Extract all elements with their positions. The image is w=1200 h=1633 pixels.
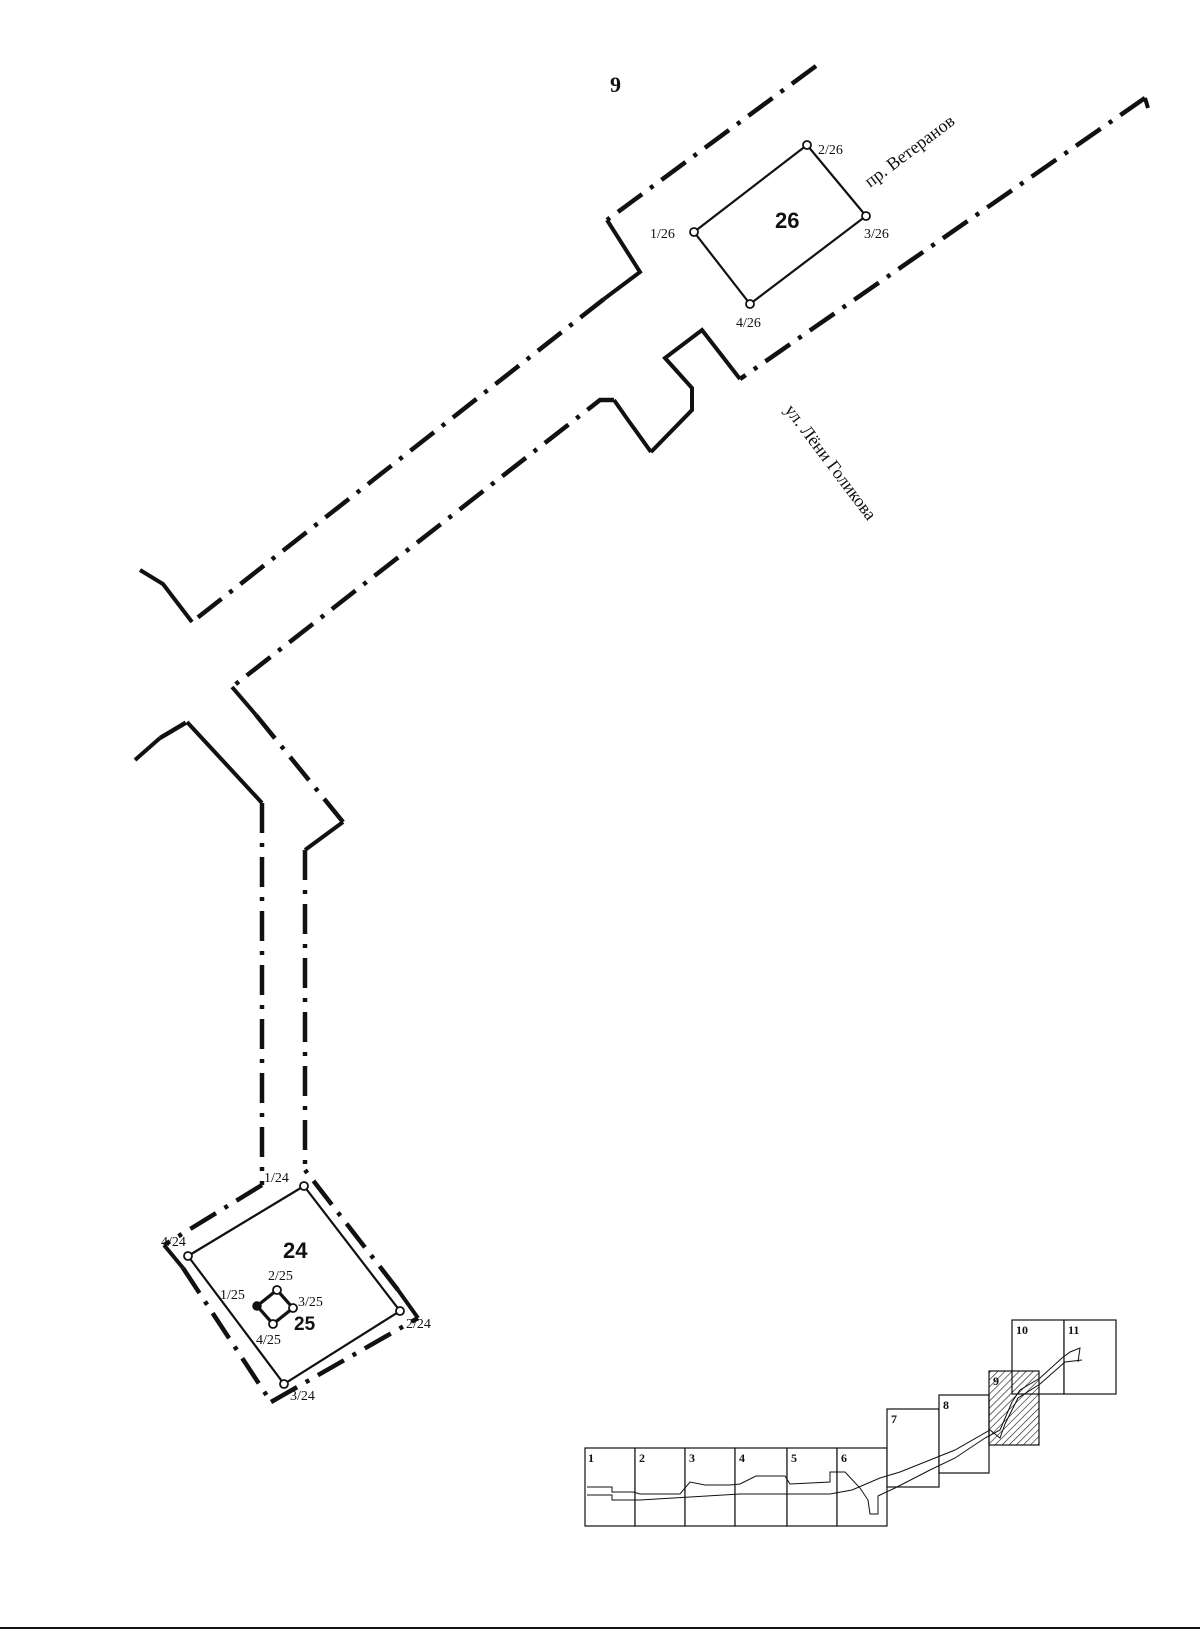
parcel-25-number: 25	[294, 1314, 316, 1335]
index-sheet-label-8: 8	[943, 1398, 949, 1412]
point-2-26	[802, 140, 812, 150]
parcel24-outer-southwest	[181, 1266, 273, 1404]
index-sheet-label-11: 11	[1068, 1323, 1079, 1337]
parcel-24-outline	[186, 1184, 402, 1386]
corridor-east-jog	[303, 820, 345, 852]
parcel24-outer-northeast	[303, 1168, 400, 1292]
parcel-26-number: 26	[775, 208, 799, 233]
corridor-west-diagonal-start	[158, 720, 189, 740]
page-number: 9	[610, 72, 621, 97]
point-4-24	[183, 1251, 193, 1261]
corridor-west-corner	[185, 720, 264, 805]
index-sheet-label-2: 2	[639, 1451, 645, 1465]
index-sheet-label-5: 5	[791, 1451, 797, 1465]
point-label-2-26: 2/26	[818, 143, 843, 158]
point-1-25	[252, 1301, 262, 1311]
boundary-lower-notch-east	[649, 327, 742, 454]
point-4-25	[268, 1319, 278, 1329]
point-label-4-26: 4/26	[736, 316, 761, 331]
corridor-west-end	[133, 736, 162, 762]
point-label-3-26: 3/26	[864, 227, 889, 242]
street-label-leni-golikova: ул. Лёни Голикова	[781, 400, 881, 523]
index-sheet-label-10: 10	[1016, 1323, 1028, 1337]
point-2-24	[395, 1306, 405, 1316]
index-sheet-label-3: 3	[689, 1451, 695, 1465]
road-boundaries	[133, 64, 1150, 1404]
point-3-26	[861, 211, 871, 221]
point-label-4-25: 4/25	[256, 1333, 281, 1348]
street-label-veteranov: пр. Ветеранов	[860, 110, 958, 191]
point-1-24	[299, 1181, 309, 1191]
point-label-1-24: 1/24	[264, 1171, 289, 1186]
corridor-east-edge	[230, 685, 258, 717]
point-3-24	[279, 1379, 289, 1389]
index-sheet-label-9: 9	[993, 1374, 999, 1388]
parcel24-outer-north	[162, 1183, 264, 1247]
point-2-25	[272, 1285, 282, 1295]
index-sheet-2	[634, 1447, 686, 1527]
index-sheet-4	[734, 1447, 788, 1527]
parcel-24: 24 1/24 2/24 3/24 4/24	[161, 1171, 431, 1404]
index-route-line-lower	[587, 1359, 1083, 1501]
point-label-1-25: 1/25	[220, 1288, 245, 1303]
index-sheet-3	[684, 1447, 736, 1527]
point-3-25	[288, 1303, 298, 1313]
boundary-upper-notch	[602, 218, 643, 301]
index-sheet-6	[836, 1447, 888, 1527]
index-sheet-label-4: 4	[739, 1451, 745, 1465]
point-4-26	[745, 299, 755, 309]
boundary-upper-west-end	[138, 568, 194, 624]
point-label-2-24: 2/24	[406, 1317, 431, 1332]
point-label-1-26: 1/26	[650, 227, 675, 242]
parcel-26: 26 1/26 2/26 3/26 4/26	[650, 140, 889, 331]
index-sheet-label-7: 7	[891, 1412, 897, 1426]
parcel24-outer-southeast	[269, 1316, 420, 1404]
boundary-upper-south-west	[230, 397, 614, 689]
parcel-25-outline	[254, 1287, 296, 1327]
parcel-24-number: 24	[283, 1238, 308, 1263]
point-1-26	[689, 227, 699, 237]
point-label-4-24: 4/24	[161, 1235, 186, 1250]
corridor-east-diagonal	[254, 713, 345, 824]
point-label-3-25: 3/25	[298, 1295, 323, 1310]
index-route-line	[587, 1347, 1081, 1515]
boundary-lower-notch-west	[612, 398, 653, 454]
index-sheet-label-6: 6	[841, 1451, 847, 1465]
parcel24-outer-east-corner	[396, 1288, 420, 1320]
parcel-25: 25 1/25 2/25 3/25 4/25	[220, 1269, 323, 1348]
parcel24-outer-west	[162, 1243, 185, 1270]
sheet-index-map: 1 2 3 4 5 6 7 8 9 10 11	[584, 1319, 1117, 1527]
index-sheet-label-1: 1	[588, 1451, 594, 1465]
index-sheet-5	[786, 1447, 838, 1527]
point-label-3-24: 3/24	[290, 1389, 315, 1404]
boundary-upper-north	[605, 64, 818, 222]
boundary-lower-bump	[1143, 97, 1150, 109]
boundary-upper-south-east	[738, 96, 1147, 381]
point-label-2-25: 2/25	[268, 1269, 293, 1284]
boundary-upper-north-lower	[190, 297, 606, 624]
